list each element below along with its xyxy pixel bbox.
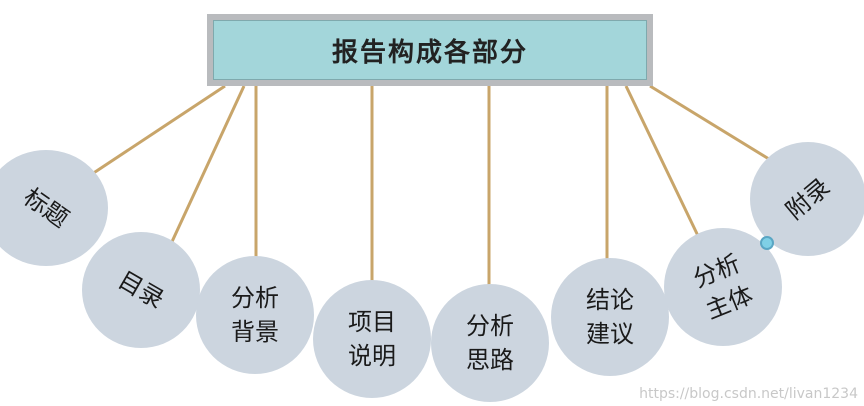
node-thinking: 分析 思路	[431, 284, 549, 402]
node-project-label: 项目 说明	[348, 308, 396, 370]
root-node-label: 报告构成各部分	[331, 37, 528, 68]
node-background-label: 分析 背景	[231, 284, 279, 346]
node-project: 项目 说明	[313, 280, 431, 398]
root-node: 报告构成各部分	[207, 14, 653, 86]
node-body-label: 分析 主体	[689, 249, 757, 325]
node-appendix-label: 附录	[780, 172, 836, 226]
node-thinking-label: 分析 思路	[466, 312, 514, 374]
connector-body	[624, 85, 702, 241]
node-toc: 目录	[82, 232, 200, 348]
node-title: 标题	[0, 150, 108, 266]
node-title-label: 标题	[18, 182, 74, 234]
node-conclusion: 结论 建议	[551, 258, 669, 376]
node-background: 分析 背景	[196, 256, 314, 374]
node-toc-label: 目录	[113, 265, 169, 315]
watermark-text: https://blog.csdn.net/livan1234	[639, 386, 858, 402]
connector-joint-dot	[760, 236, 774, 250]
root-node-inner-border	[213, 20, 647, 80]
connector-title	[85, 84, 226, 180]
node-conclusion-label: 结论 建议	[586, 286, 634, 348]
connector-toc	[168, 85, 246, 247]
